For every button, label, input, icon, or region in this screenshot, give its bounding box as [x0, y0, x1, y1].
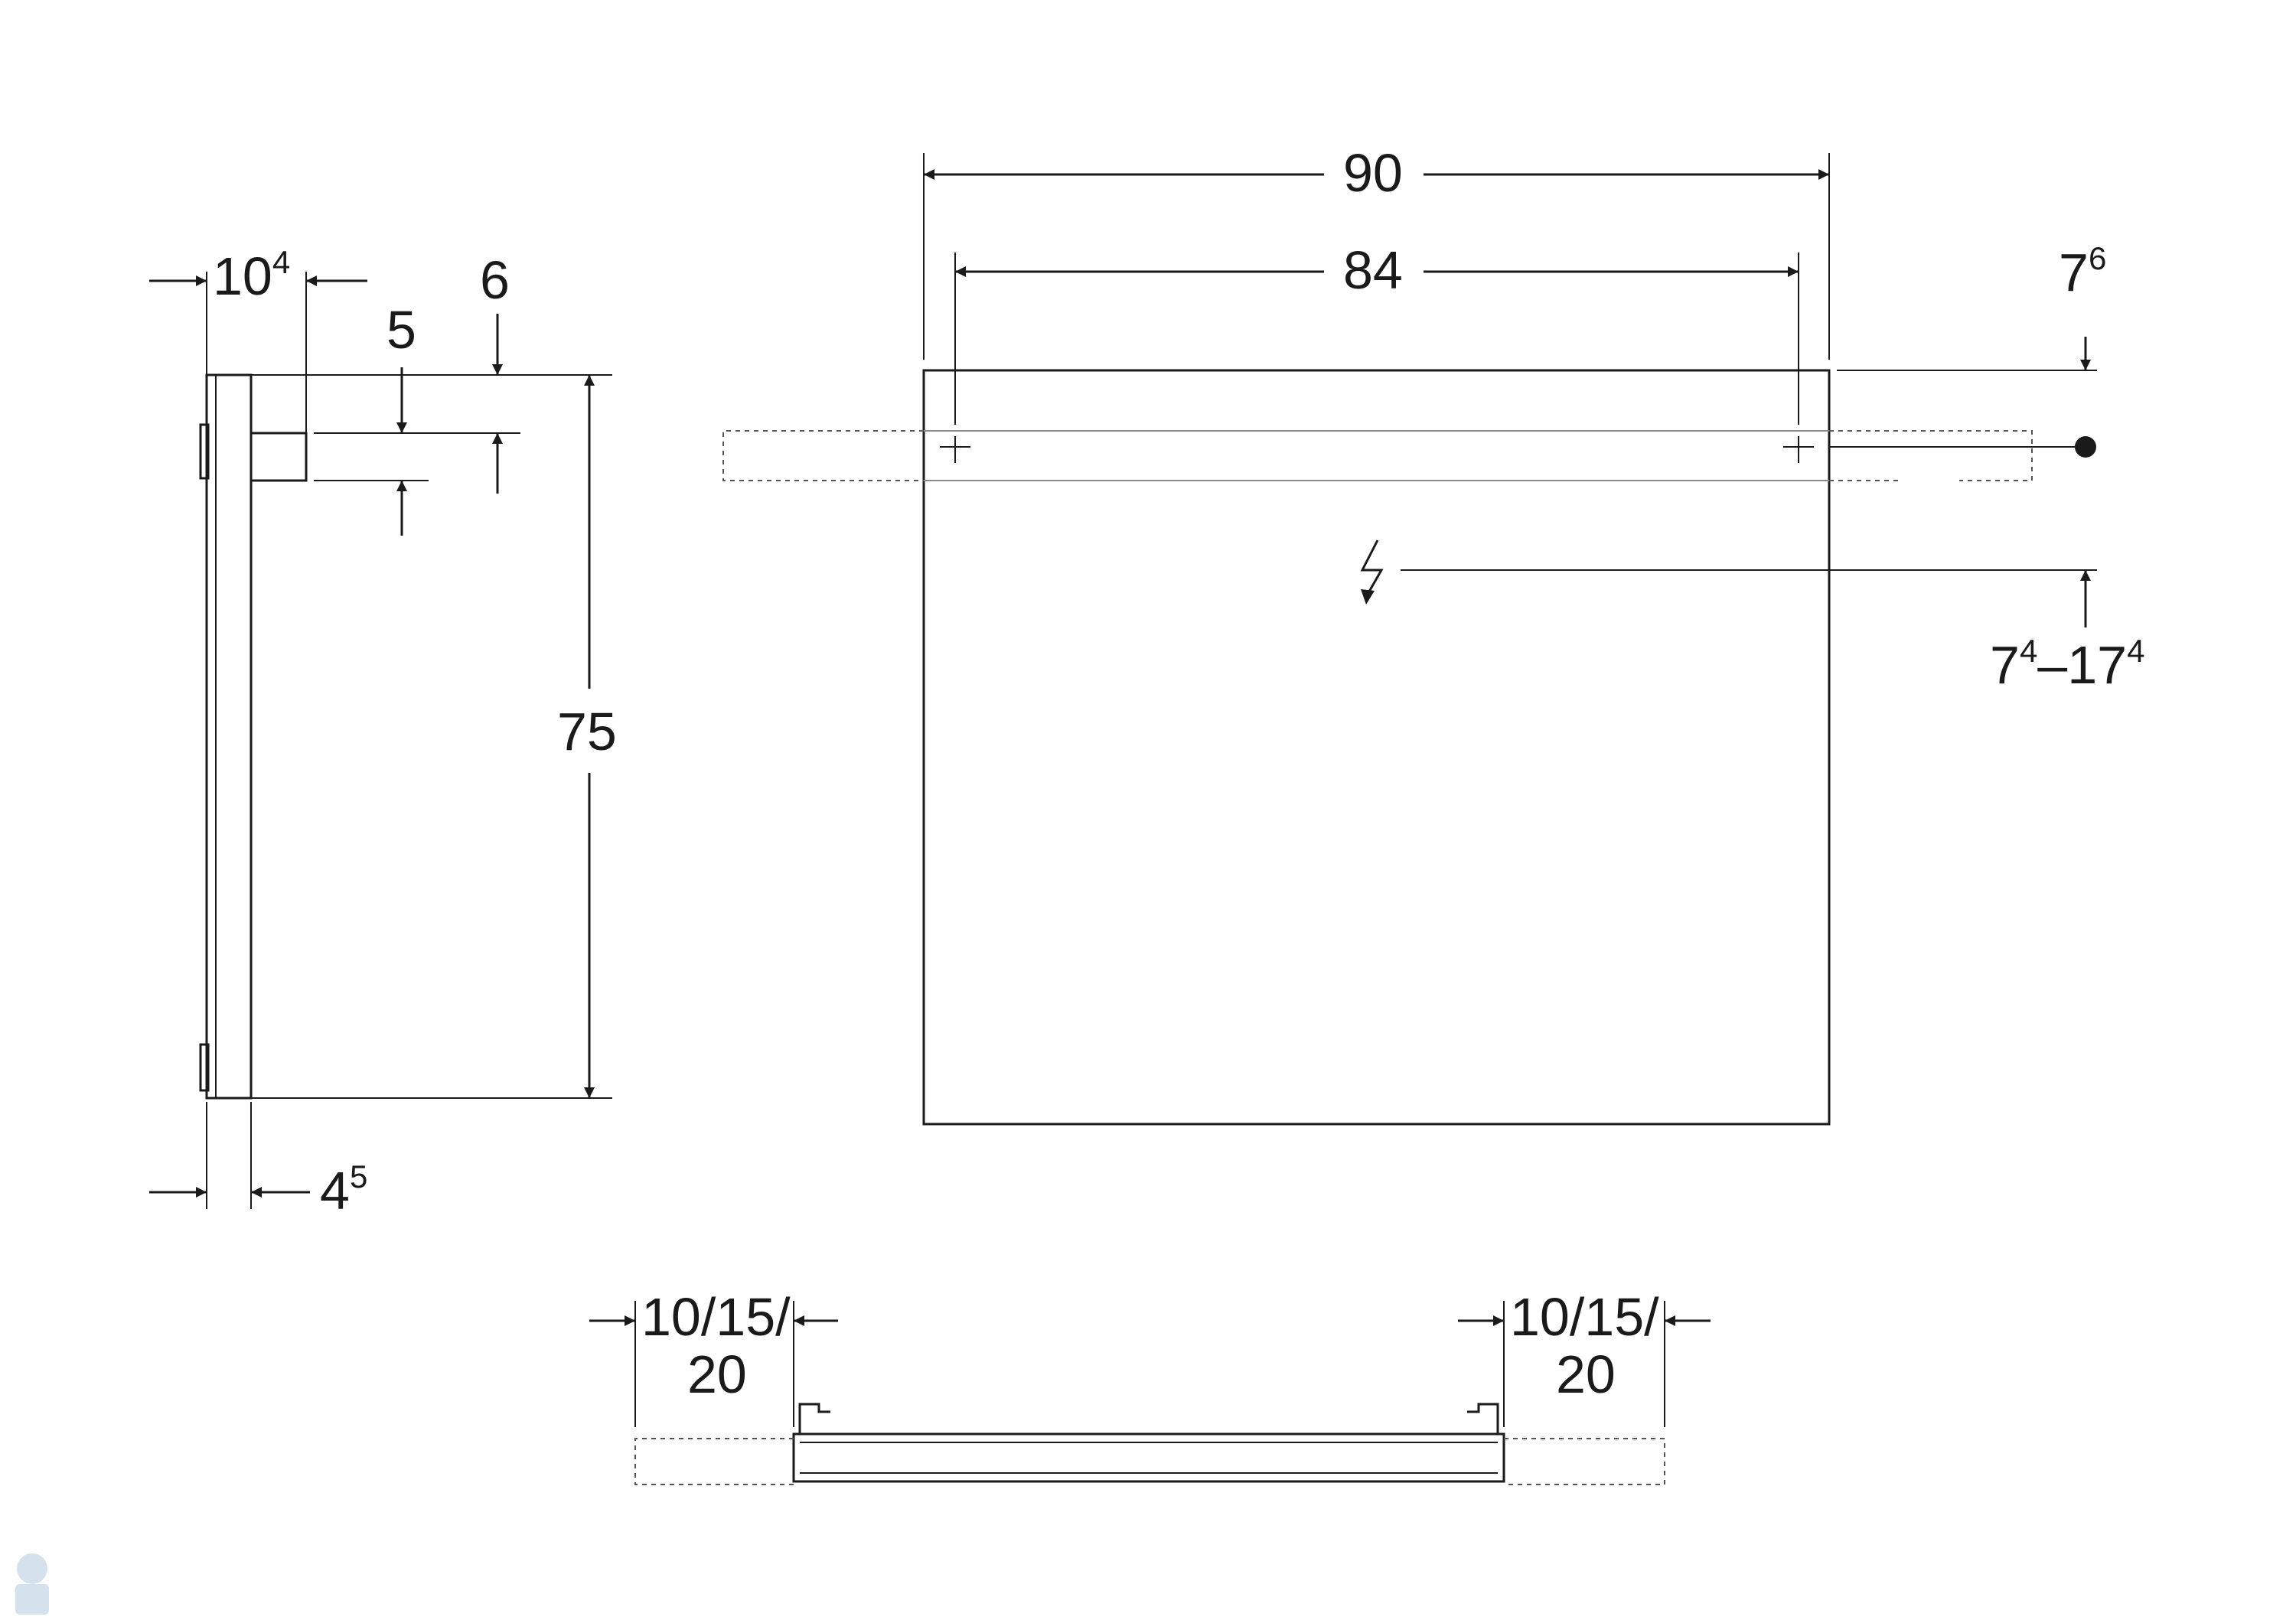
dim-right-offset-line2: 20	[1556, 1344, 1616, 1404]
side-panel	[205, 373, 253, 1100]
dim-bracket-height: 5	[386, 300, 416, 360]
mount-point-right	[1783, 436, 1814, 463]
side-knob-top	[199, 423, 210, 480]
dim-left-offset-line1: 10/15/	[641, 1287, 791, 1347]
watermark-logo	[15, 1553, 49, 1615]
dim-depth-main: 104	[213, 244, 290, 306]
side-bracket	[249, 432, 308, 482]
top-view: 10/15/ 20 10/15/ 20	[589, 1287, 1711, 1485]
dim-power-range: 74–174	[1990, 633, 2144, 695]
side-knob-bottom	[199, 1043, 210, 1092]
dim-top-offset: 76	[2059, 240, 2106, 302]
side-view: 104 6 5 75 45	[149, 244, 617, 1221]
dim-height: 75	[557, 702, 617, 761]
dim-right-offset-line1: 10/15/	[1510, 1287, 1659, 1347]
dim-mount-width: 84	[1343, 240, 1403, 300]
dim-top-gap: 6	[480, 250, 510, 310]
front-panel	[922, 369, 1831, 1126]
top-bracket-right	[1467, 1403, 1499, 1434]
dim-outer-width: 90	[1343, 143, 1403, 203]
mount-point-left	[940, 436, 970, 463]
lightning-icon	[1360, 539, 1384, 605]
top-panel	[792, 1432, 1505, 1483]
top-bracket-left	[798, 1403, 830, 1434]
dim-left-offset-line2: 20	[687, 1344, 747, 1404]
front-view: 90 84 76 74–174	[722, 143, 2144, 1126]
wall-connection-dot	[2075, 436, 2096, 458]
dim-panel-depth: 45	[320, 1159, 367, 1221]
